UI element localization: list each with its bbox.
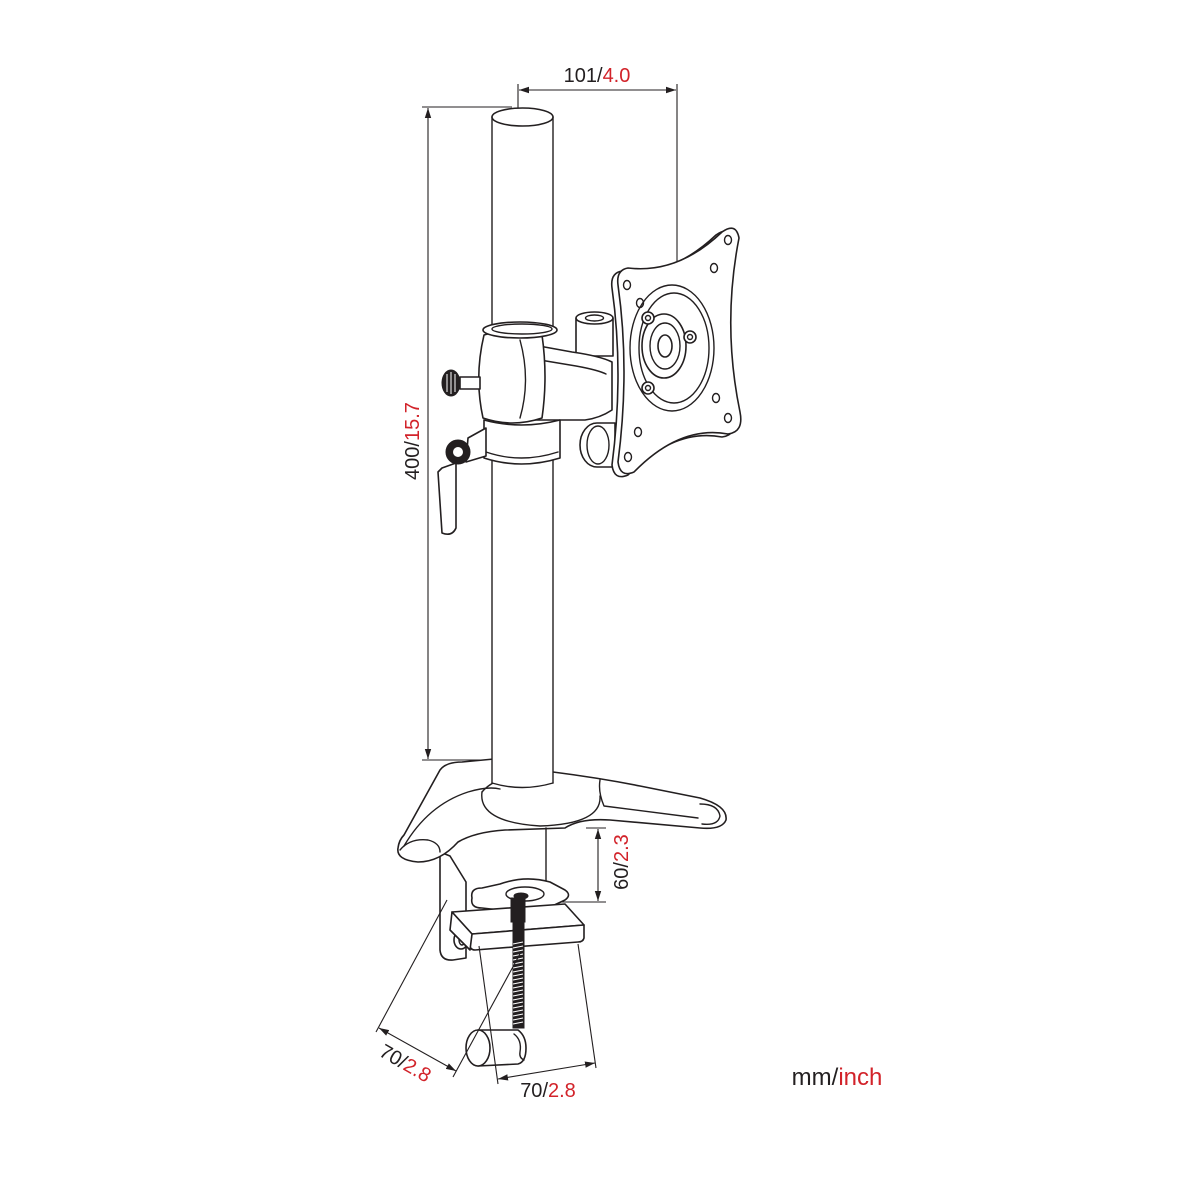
dim-clamp-opening-label: 60/2.3 — [611, 834, 633, 890]
clamp-swivel-plate — [470, 878, 570, 914]
locking-knob — [441, 369, 481, 397]
pole-lower-bottom — [491, 782, 554, 789]
vesa-plate-hub-outer — [629, 284, 715, 412]
height-lever — [437, 427, 487, 535]
pivot-top-cap — [575, 311, 614, 325]
dim-arm-reach: 101/4.0 — [517, 65, 678, 262]
vesa-hole-bl-inner — [633, 426, 643, 438]
base-right-prong-ridge — [598, 779, 699, 819]
vesa-plate — [610, 227, 742, 478]
dim-clamp-depth-ext-right — [452, 951, 522, 1078]
pole-lower-collar-body — [483, 419, 561, 465]
pole-upper-edges — [491, 116, 554, 333]
vesa-plate-center-hole — [657, 334, 673, 358]
pole-clamp-body-shell — [477, 329, 546, 424]
mount-arm — [527, 343, 613, 421]
pivot-top-hole — [584, 314, 605, 322]
base-right-prong-tip — [699, 803, 721, 826]
vesa-plate-hub-ring — [638, 292, 710, 404]
dim-clamp-opening: 60/2.3 — [560, 827, 633, 903]
vesa-plate-bolt-right-inner — [686, 333, 694, 341]
height-lever-pivot-center — [453, 447, 463, 457]
pole — [491, 107, 554, 789]
clamp-pad-hook — [513, 1033, 525, 1061]
dim-clamp-depth-ext-left — [375, 899, 448, 1033]
pole-upper-collar-inner — [491, 323, 553, 335]
vesa-plate-bolt-bottom — [641, 381, 655, 395]
dim-clamp-width: 70/2.8 — [478, 943, 597, 1102]
vesa-hole-br-outer — [723, 412, 733, 424]
pivot-bottom-body — [579, 422, 616, 468]
pole-top-cap — [491, 107, 554, 127]
clamp-pressure-pad — [465, 1029, 527, 1067]
vesa-hole-bl-outer — [623, 451, 633, 463]
base-left-prong-ridge — [403, 787, 501, 847]
dim-arm-reach-label: 101/4.0 — [564, 65, 631, 87]
pivot-bottom-face — [586, 425, 610, 465]
dim-clamp-width-label: 70/2.8 — [520, 1080, 576, 1102]
dim-clamp-width-line — [497, 1061, 596, 1081]
base-left-prong-tip — [399, 839, 441, 853]
clamp-pad-end — [465, 1029, 491, 1067]
base-boss-front — [481, 791, 601, 827]
pole-upper-fill — [492, 117, 553, 332]
dim-pole-height-label: 400/15.7 — [402, 402, 424, 480]
pole-lower-collar — [483, 419, 561, 465]
vesa-plate-bolt-top — [641, 311, 655, 325]
vesa-plate-bolt-right — [683, 330, 697, 344]
clamp-screw-nut — [510, 897, 526, 923]
pole-clamp-body-seam — [519, 339, 527, 419]
vesa-hole-tr-outer — [723, 234, 733, 246]
dim-clamp-depth-line — [378, 1027, 457, 1072]
pole-lower-edges — [491, 459, 554, 784]
clamp-screw-threads — [512, 941, 524, 1025]
dim-clamp-width-ext-left — [478, 945, 499, 1085]
vesa-plate-hub-boss-inner — [649, 322, 681, 370]
pole-clamp-body — [477, 321, 558, 424]
pivot-top — [575, 311, 614, 357]
base — [397, 758, 727, 863]
height-lever-handle — [437, 462, 457, 535]
locking-knob-shaft — [459, 376, 481, 390]
height-lever-link — [465, 427, 487, 463]
pole-lower-collar-ring — [485, 451, 559, 459]
base-body — [397, 758, 727, 863]
vesa-plate-bolt-bottom-inner — [644, 384, 652, 392]
dim-clamp-width-ext-right — [577, 943, 597, 1069]
dim-pole-height: 400/15.7 — [402, 106, 512, 761]
vesa-hole-tr-inner — [709, 262, 719, 274]
locking-knob-knurl — [446, 372, 456, 394]
dim-clamp-depth-label: 70/2.8 — [375, 1040, 434, 1087]
vesa-plate-bolt-top-inner — [644, 314, 652, 322]
pole-lower-fill — [492, 460, 553, 783]
clamp-screw — [510, 897, 526, 1029]
vesa-hole-tl-inner — [635, 297, 645, 309]
mount-arm-body — [527, 343, 613, 421]
units-legend: mm/inch — [792, 1064, 883, 1091]
mount-arm-edge — [539, 359, 607, 375]
vesa-hole-br-inner — [711, 392, 721, 404]
pivot-bottom — [579, 422, 616, 468]
vesa-hole-tl-outer — [622, 279, 632, 291]
clamp-arm-plate-side — [449, 911, 473, 951]
